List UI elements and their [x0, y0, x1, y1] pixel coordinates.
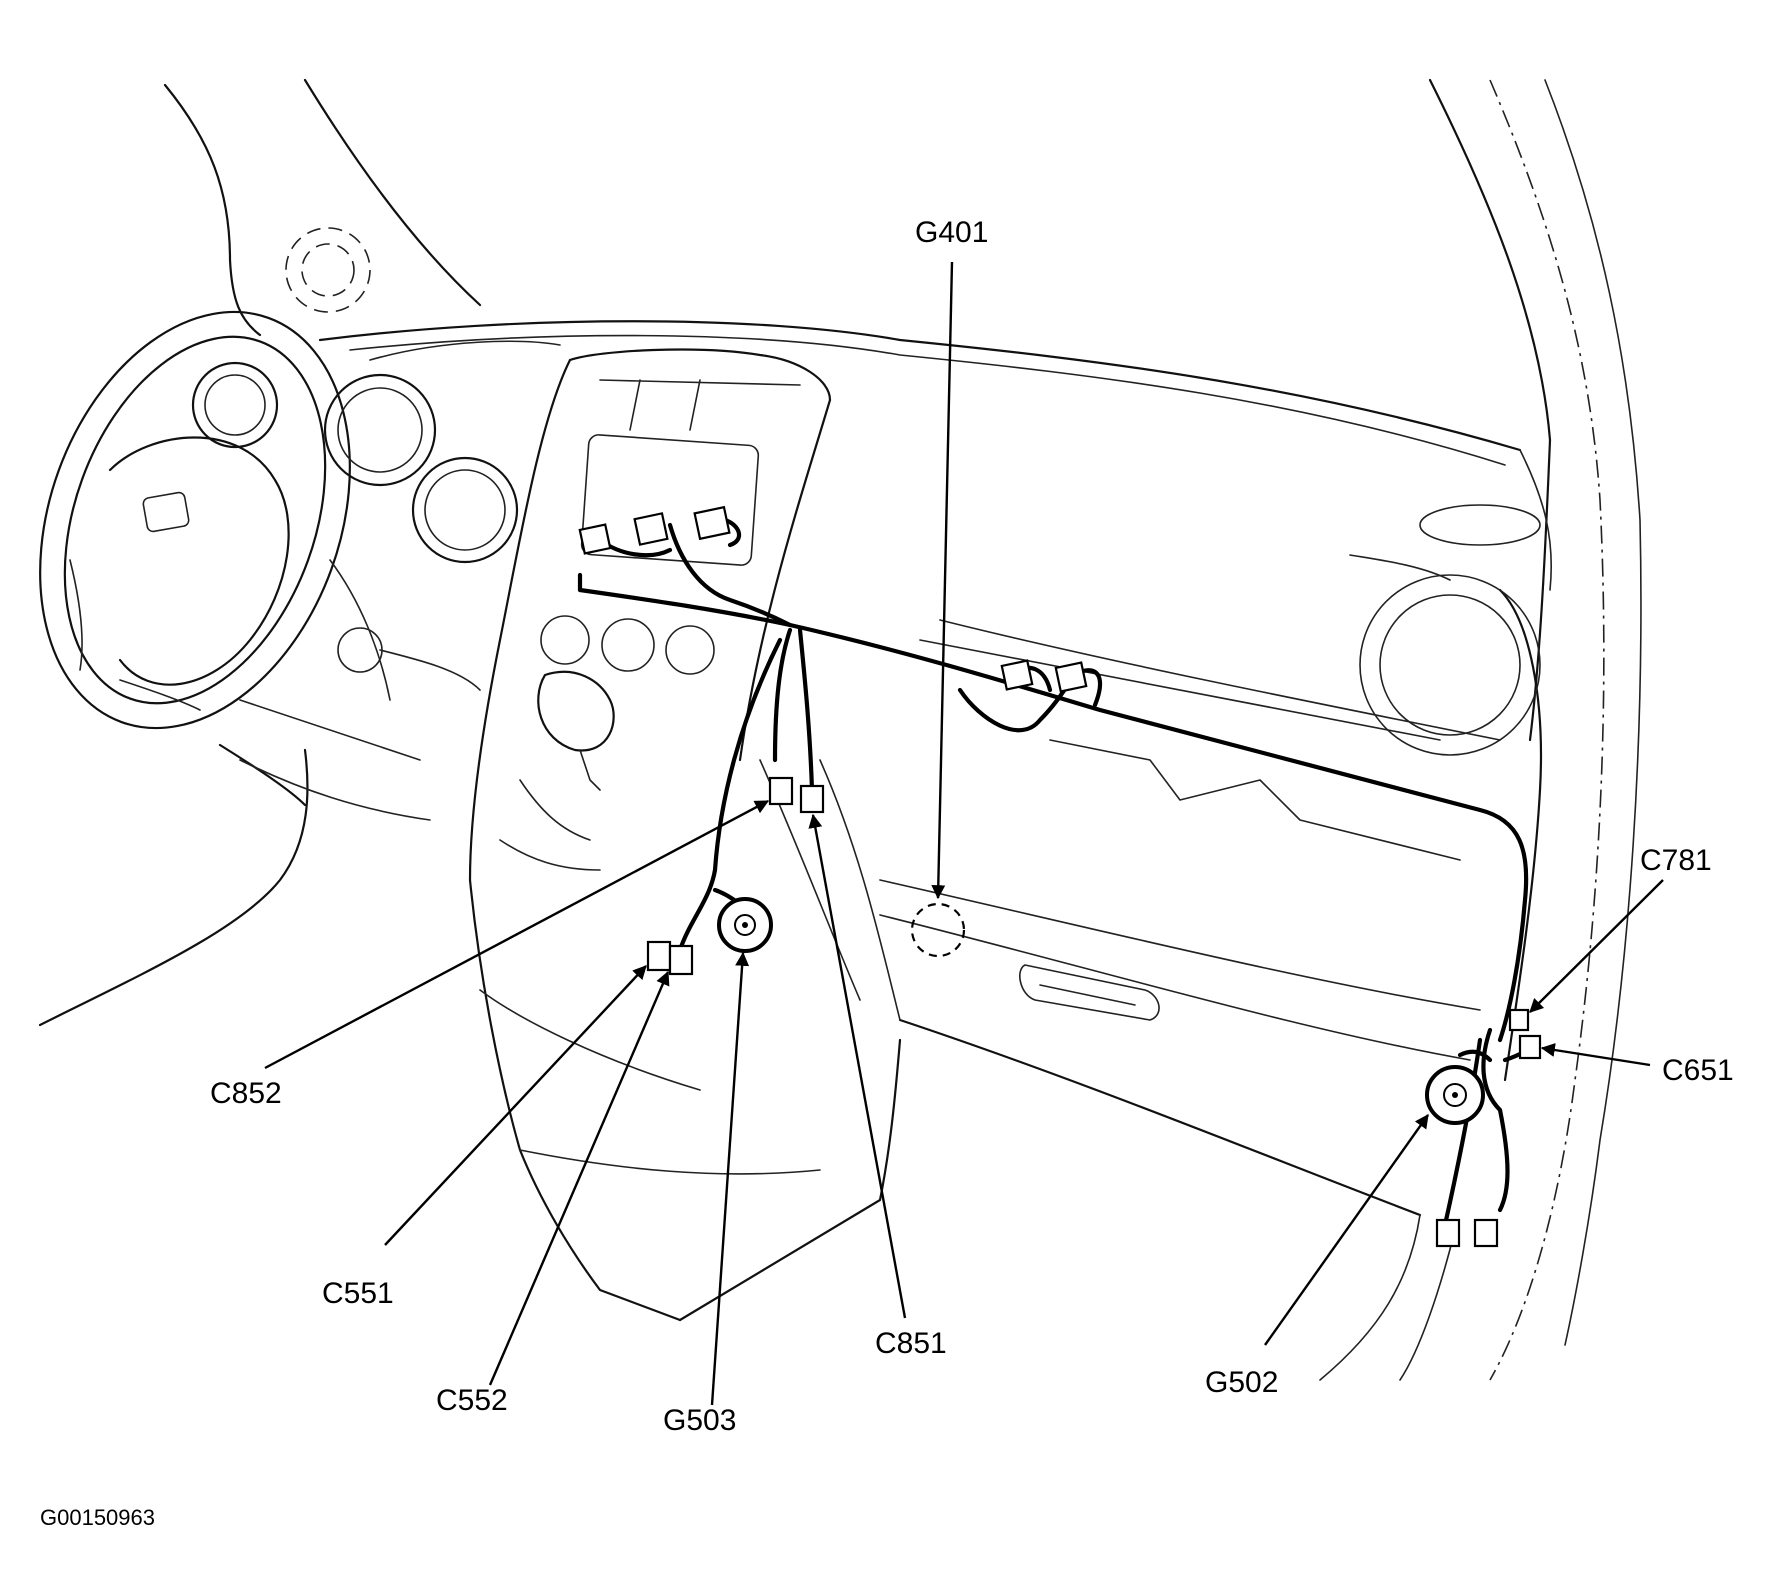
connector-top-3 [693, 505, 731, 541]
leader-g401 [931, 261, 954, 900]
connector-mid-2 [1054, 661, 1088, 693]
figure-code: G00150963 [40, 1505, 155, 1530]
ground-points [717, 897, 1485, 1125]
connector-c552 [668, 944, 694, 976]
ground-g401-hidden [910, 902, 966, 958]
connector-c651 [1518, 1034, 1542, 1060]
label-c651: C651 [1662, 1054, 1734, 1087]
label-c851: C851 [875, 1327, 947, 1360]
connector-lower-1 [1435, 1218, 1461, 1248]
leader-g503 [710, 951, 750, 1406]
leader-c852 [264, 799, 770, 1070]
leader-c781 [1529, 879, 1664, 1013]
leader-c651 [1540, 1043, 1651, 1067]
connector-c851 [799, 784, 825, 814]
label-c552: C552 [436, 1384, 508, 1417]
connectors [578, 505, 1542, 1248]
leader-c851 [808, 813, 907, 1319]
leader-c552 [488, 970, 670, 1386]
label-g401: G401 [915, 216, 988, 249]
connector-lower-2 [1473, 1218, 1499, 1248]
ground-g502 [1425, 1065, 1485, 1125]
leader-lines [264, 261, 1664, 1406]
connector-c551 [646, 940, 672, 972]
connector-c852 [768, 776, 794, 806]
label-g502: G502 [1205, 1366, 1278, 1399]
leader-g502 [1264, 1114, 1429, 1346]
leader-c551 [384, 965, 647, 1246]
label-c781: C781 [1640, 844, 1712, 877]
connector-c781 [1508, 1008, 1530, 1032]
connector-mid-1 [1000, 659, 1034, 691]
label-c551: C551 [322, 1277, 394, 1310]
ground-g503 [717, 897, 773, 953]
connector-top-1 [578, 523, 612, 555]
callout-labels: G401 C781 C651 C852 C551 C552 G503 C851 … [40, 216, 1734, 1530]
connector-top-2 [633, 512, 669, 546]
label-c852: C852 [210, 1077, 282, 1110]
vehicle-interior-artwork [38, 78, 1642, 1381]
label-g503: G503 [663, 1404, 736, 1437]
